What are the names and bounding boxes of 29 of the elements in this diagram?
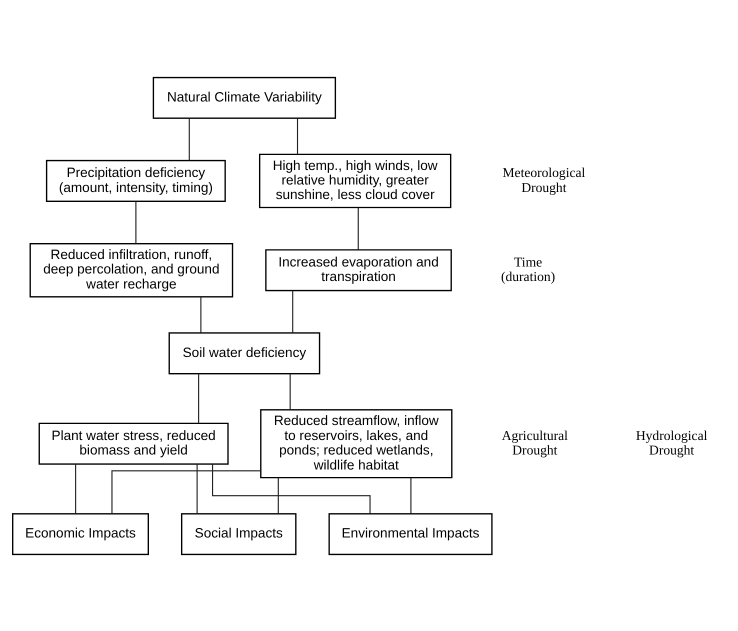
- connector: [200, 296, 202, 332]
- node-box: Economic Impacts: [12, 512, 149, 555]
- connector: [212, 464, 371, 514]
- connector: [111, 470, 261, 514]
- label: Hydrological Drought: [636, 427, 708, 458]
- connector: [278, 477, 279, 514]
- connector: [135, 201, 136, 244]
- connector: [290, 373, 291, 410]
- node-box: Reduced streamflow, inflow to reservoirs, lakes, and ponds; reduced wetlands, wildlife habitat: [260, 408, 452, 478]
- node-box: Precipitation deficiency (amount, intensity, timing): [46, 159, 226, 202]
- connector: [358, 207, 359, 250]
- label: Meteorological Drought: [502, 164, 586, 194]
- connector: [296, 118, 298, 154]
- node-box: Natural Climate Variability: [152, 76, 336, 118]
- node-box: Plant water stress, reduced biomass and yield: [38, 422, 229, 464]
- node-box: Increased evaporation and transpiration: [265, 248, 452, 291]
- connector: [188, 118, 190, 160]
- connector: [75, 464, 76, 514]
- node-box: Soil water deficiency: [168, 332, 320, 374]
- node-box: Social Impacts: [180, 512, 296, 555]
- label: Agricultural Drought: [502, 427, 568, 458]
- node-box: High temp., high winds, low relative humidity, greater sunshine, less cloud cover: [258, 153, 452, 208]
- connector: [292, 290, 294, 332]
- node-box: Reduced infiltration, runoff, deep percolation, and ground water recharge: [30, 242, 234, 297]
- node-box: Environmental Impacts: [328, 512, 493, 555]
- connector: [410, 477, 412, 514]
- connector: [198, 373, 200, 423]
- connector: [196, 464, 198, 514]
- label: Time (duration): [500, 254, 556, 284]
